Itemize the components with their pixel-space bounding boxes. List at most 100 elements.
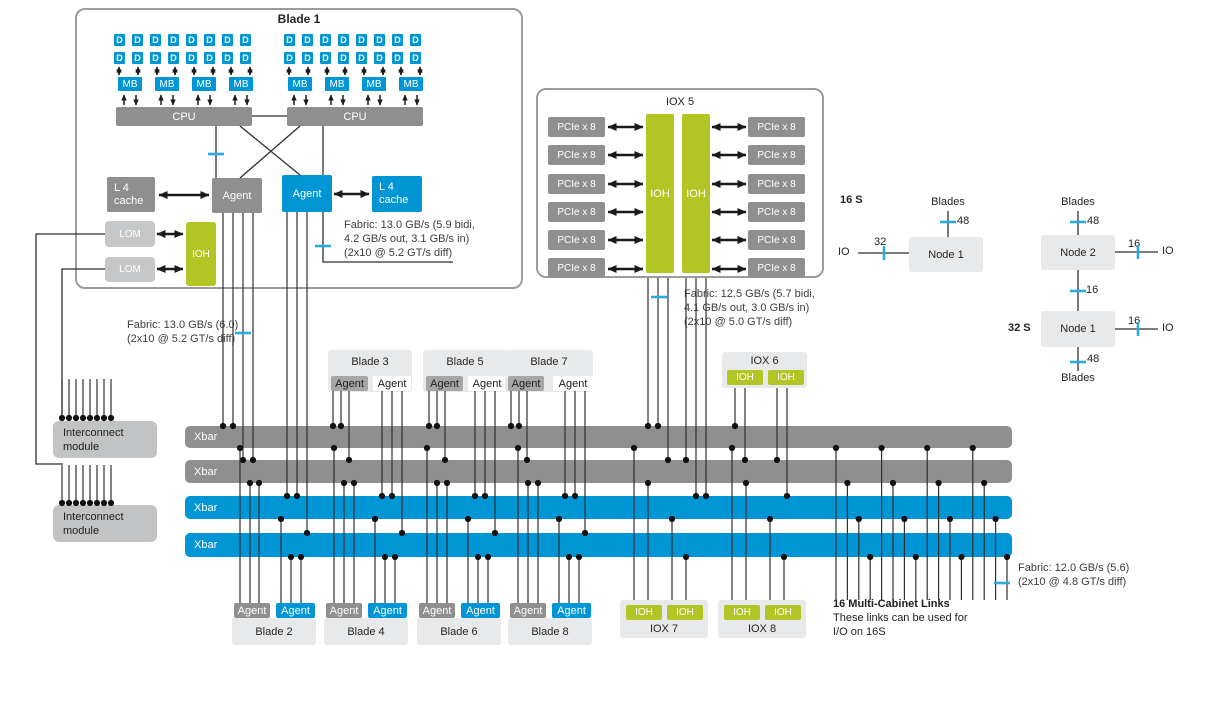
pcie-slot: PCIe x 8 [748, 145, 805, 165]
memory-buffer: MB [118, 77, 142, 91]
dimm: D [186, 52, 197, 64]
iox7-ioh-right: IOH [667, 605, 703, 620]
xbar-2: Xbar [185, 460, 1012, 483]
lom-1: LOM [105, 221, 155, 247]
topology-16s-node1: Node 1 [909, 237, 983, 272]
pcie-slot: PCIe x 8 [748, 202, 805, 222]
dimm: D [410, 52, 421, 64]
blade8-agent-gray: Agent [510, 603, 546, 618]
topology-16s-io-count: 32 [874, 236, 887, 248]
dimm: D [204, 52, 215, 64]
iox8-ioh-left: IOH [724, 605, 760, 620]
pcie-slot: PCIe x 8 [548, 258, 605, 278]
ioh-blade1: IOH [186, 222, 216, 286]
iox5-fabric-note: Fabric: 12.5 GB/s (5.7 bidi,4.1 GB/s out… [684, 288, 815, 328]
topology-32s-blades-bottom-count: 48 [1087, 353, 1100, 365]
pcie-slot: PCIe x 8 [748, 258, 805, 278]
blade4-box: Blade 4 [324, 618, 408, 645]
iox6-title: IOX 6 [750, 355, 779, 367]
dimm: D [222, 52, 233, 64]
pcie-slot: PCIe x 8 [548, 117, 605, 137]
memory-buffer-row: MB MB MB MB [118, 77, 253, 91]
memory-buffer: MB [325, 77, 349, 91]
pcie-slot: PCIe x 8 [548, 202, 605, 222]
blade7-title: Blade 7 [530, 356, 568, 368]
xbar-3: Xbar [185, 496, 1012, 519]
blade7-agent-white: Agent [553, 376, 593, 391]
blade8-agent-blue: Agent [552, 603, 591, 618]
dimm: D [114, 34, 125, 46]
topology-32s-node1: Node 1 [1041, 311, 1115, 347]
blade2-agent-gray: Agent [234, 603, 270, 618]
blade4-agent-gray: Agent [326, 603, 362, 618]
multi-cabinet-note: 16 Multi-Cabinet Links These links can b… [833, 598, 968, 638]
iox6-ioh-left: IOH [727, 370, 763, 385]
dimm: D [320, 52, 331, 64]
l4-cache-label: L 4 [379, 181, 394, 193]
blade3-agent-white: Agent [373, 376, 411, 391]
dimm: D [392, 52, 403, 64]
dimm: D [356, 34, 367, 46]
dimm: D [168, 52, 179, 64]
blade1-fabric-note: Fabric: 13.0 GB/s (5.9 bidi,4.2 GB/s out… [344, 219, 475, 259]
topology-16s-blades-count: 48 [957, 215, 970, 227]
bottom-fabric-note: Fabric: 12.0 GB/s (5.6)(2x10 @ 4.8 GT/s … [1018, 562, 1130, 588]
topology-32s-inter-count: 16 [1086, 284, 1099, 296]
blade4-agent-blue: Agent [368, 603, 407, 618]
dimm: D [374, 52, 385, 64]
topology-32s-blades-top-count: 48 [1087, 215, 1100, 227]
cpu-left: CPU [116, 107, 252, 126]
l4-cache-label: L 4 [114, 181, 129, 194]
topology-32s-node2: Node 2 [1041, 235, 1115, 270]
memory-buffer: MB [229, 77, 253, 91]
blade6-agent-blue: Agent [461, 603, 500, 618]
dimm: D [356, 52, 367, 64]
iox8-ioh-right: IOH [765, 605, 801, 620]
blade7-agent-gray: Agent [508, 376, 544, 391]
iox5-title: IOX 5 [665, 96, 695, 108]
dimm: D [302, 52, 313, 64]
pcie-slot: PCIe x 8 [548, 230, 605, 250]
blade8-box: Blade 8 [508, 618, 592, 645]
left-fabric-note: Fabric: 13.0 GB/s (6.0)(2x10 @ 5.2 GT/s … [127, 319, 239, 345]
pcie-slot: PCIe x 8 [748, 230, 805, 250]
dimm: D [284, 34, 295, 46]
iox8-title: IOX 8 [747, 623, 777, 635]
memory-buffer: MB [192, 77, 216, 91]
dimm: D [240, 52, 251, 64]
memory-buffer: MB [155, 77, 179, 91]
topology-16s-blades-label: Blades [931, 196, 965, 208]
iox5-ioh-right: IOH [682, 114, 710, 273]
agent-gray-blade1: Agent [212, 178, 262, 213]
blade1-title: Blade 1 [277, 12, 321, 26]
topology-16s-io-label: IO [838, 246, 850, 258]
pcie-slot: PCIe x 8 [548, 174, 605, 194]
topology-32s-label: 32 S [1008, 322, 1031, 334]
topology-32s-io-top-label: IO [1162, 245, 1174, 257]
pcie-slot: PCIe x 8 [748, 174, 805, 194]
agent-blue-blade1: Agent [282, 175, 332, 212]
topology-16s-label: 16 S [840, 194, 863, 206]
dimm: D [338, 52, 349, 64]
dimm: D [374, 34, 385, 46]
memory-buffer: MB [288, 77, 312, 91]
topology-32s-blades-bottom: Blades [1061, 372, 1095, 384]
dimm: D [204, 34, 215, 46]
xbar-4: Xbar [185, 533, 1012, 557]
dimm: D [284, 52, 295, 64]
dimm: D [186, 34, 197, 46]
dimm: D [132, 52, 143, 64]
dimm: D [132, 34, 143, 46]
iox7-title: IOX 7 [649, 623, 679, 635]
blade5-agent-gray: Agent [426, 376, 463, 391]
blade5-title: Blade 5 [446, 356, 484, 368]
